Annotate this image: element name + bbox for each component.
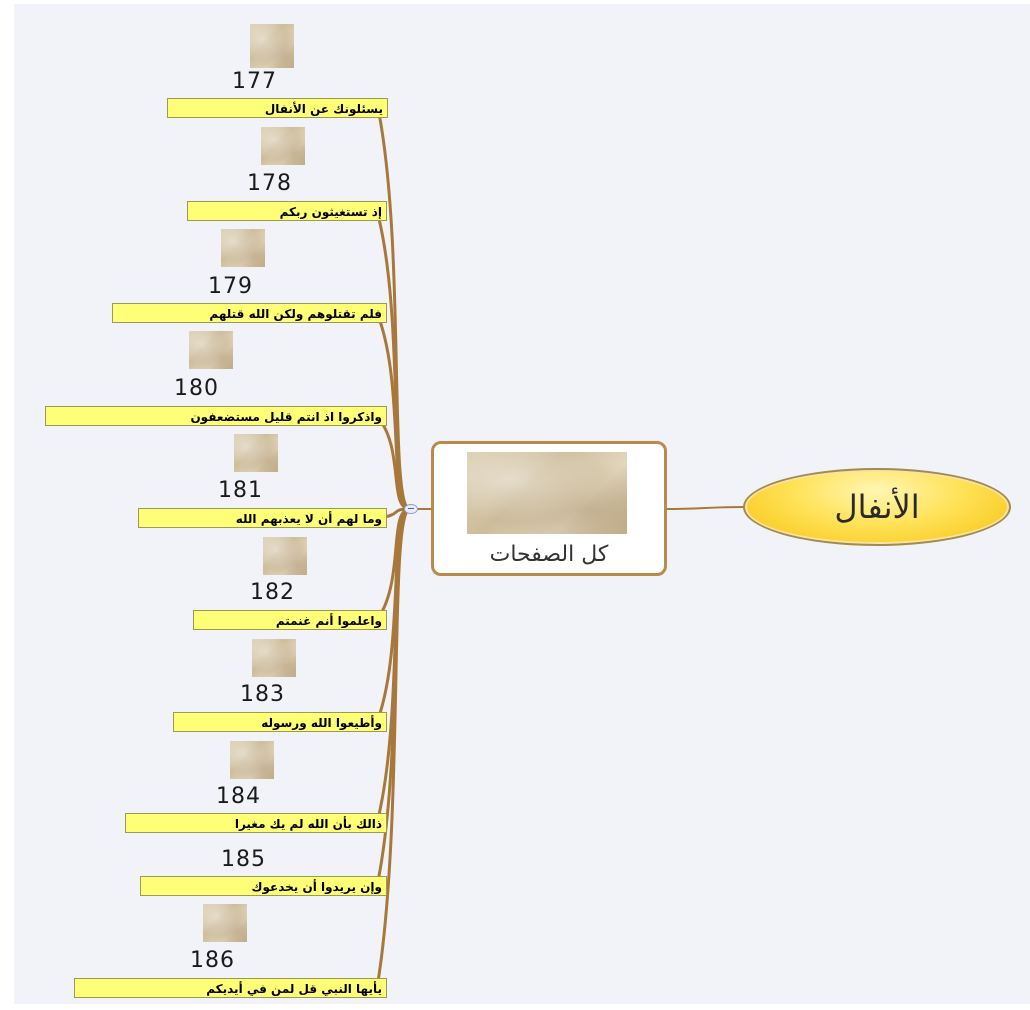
page-title-label[interactable]: وأطيعوا الله ورسوله (173, 712, 387, 732)
page-title-label[interactable]: يأيها النبي قل لمن في أيديكم (74, 978, 387, 998)
page-thumbnail (250, 24, 294, 68)
page-number: 181 (218, 478, 263, 503)
page-number: 183 (240, 682, 285, 707)
all-pages-thumbnail (467, 452, 627, 534)
page-title-label[interactable]: يسئلونك عن الأنفال (167, 98, 388, 118)
collapse-toggle-icon[interactable] (404, 504, 418, 514)
page-thumbnail (261, 127, 305, 165)
page-title-label[interactable]: واعلموا أنم غنمتم (193, 610, 387, 630)
page-title-label[interactable]: إذ تستغيثون ربكم (187, 201, 387, 221)
all-pages-node[interactable]: كل الصفحات (431, 441, 667, 576)
page-number: 182 (250, 580, 295, 605)
page-number: 180 (174, 376, 219, 401)
page-title-label[interactable]: وما لهم أن لا يعذبهم الله (138, 508, 387, 528)
page-number: 178 (247, 171, 292, 196)
page-thumbnail (203, 904, 247, 942)
page-number: 179 (208, 274, 253, 299)
page-title-label[interactable]: وإن يريدوا أن يخدعوك (140, 876, 387, 896)
page-thumbnail (252, 639, 296, 677)
page-title-label[interactable]: ذالك بأن الله لم يك مغيرا (125, 813, 387, 833)
root-connector (665, 506, 745, 510)
page-title-label[interactable]: فلم تقتلوهم ولكن الله قتلهم (112, 303, 387, 323)
branch-line (375, 312, 411, 511)
page-thumbnail (234, 434, 278, 472)
page-number: 177 (232, 69, 277, 94)
page-thumbnail (189, 331, 233, 369)
page-thumbnail (221, 229, 265, 267)
page-thumbnail (263, 537, 307, 575)
page-number: 186 (190, 948, 235, 973)
branch-line (375, 415, 411, 511)
page-number: 184 (216, 784, 261, 809)
branch-line (375, 507, 411, 989)
page-title-label[interactable]: واذكروا اذ انتم قليل مستضعفون (45, 406, 387, 426)
root-label: الأنفال (834, 488, 920, 526)
all-pages-caption: كل الصفحات (489, 542, 609, 567)
page-number: 185 (221, 847, 266, 872)
page-thumbnail (230, 741, 274, 779)
root-node[interactable]: الأنفال (743, 468, 1011, 546)
